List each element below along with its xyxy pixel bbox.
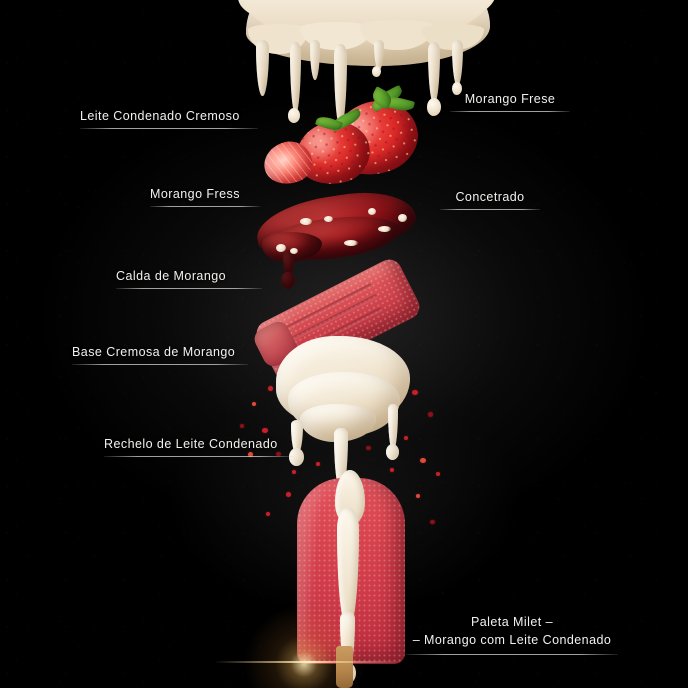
product-caption[interactable]: Paleta Milet – – Morango com Leite Conde…	[406, 614, 618, 655]
label-rule	[440, 209, 540, 210]
product-caption-line2: – Morango com Leite Condenado	[412, 632, 612, 647]
label-rule	[72, 364, 248, 365]
label-recheio-de-leite-condenado[interactable]: Rechelo de Leite Condenado	[104, 436, 294, 457]
label-rule	[150, 206, 260, 207]
label-text: Rechelo de Leite Condenado	[104, 437, 278, 451]
label-rule	[104, 456, 294, 457]
label-text: Concetrado	[455, 190, 525, 204]
label-text: Morango Frese	[464, 92, 556, 106]
label-concetrado[interactable]: Concetrado	[440, 189, 540, 210]
label-rule	[406, 653, 618, 655]
label-morango-fress[interactable]: Morango Fress	[150, 186, 260, 207]
label-base-cremosa-de-morango[interactable]: Base Cremosa de Morango	[72, 344, 248, 365]
label-rule	[450, 111, 570, 112]
label-rule	[116, 288, 262, 289]
label-morango-frese[interactable]: Morango Frese	[450, 91, 570, 112]
label-leite-condensado-cremoso[interactable]: Leite Condenado Cremoso	[80, 108, 258, 129]
label-rule	[80, 128, 258, 129]
label-text: Leite Condenado Cremoso	[80, 109, 240, 123]
popsicle-stick	[336, 646, 353, 688]
label-text: Base Cremosa de Morango	[72, 345, 236, 359]
label-text: Morango Fress	[150, 187, 240, 201]
label-calda-de-morango[interactable]: Calda de Morango	[116, 268, 262, 289]
label-text: Calda de Morango	[116, 269, 227, 283]
product-caption-line1: Paleta Milet –	[470, 615, 554, 629]
